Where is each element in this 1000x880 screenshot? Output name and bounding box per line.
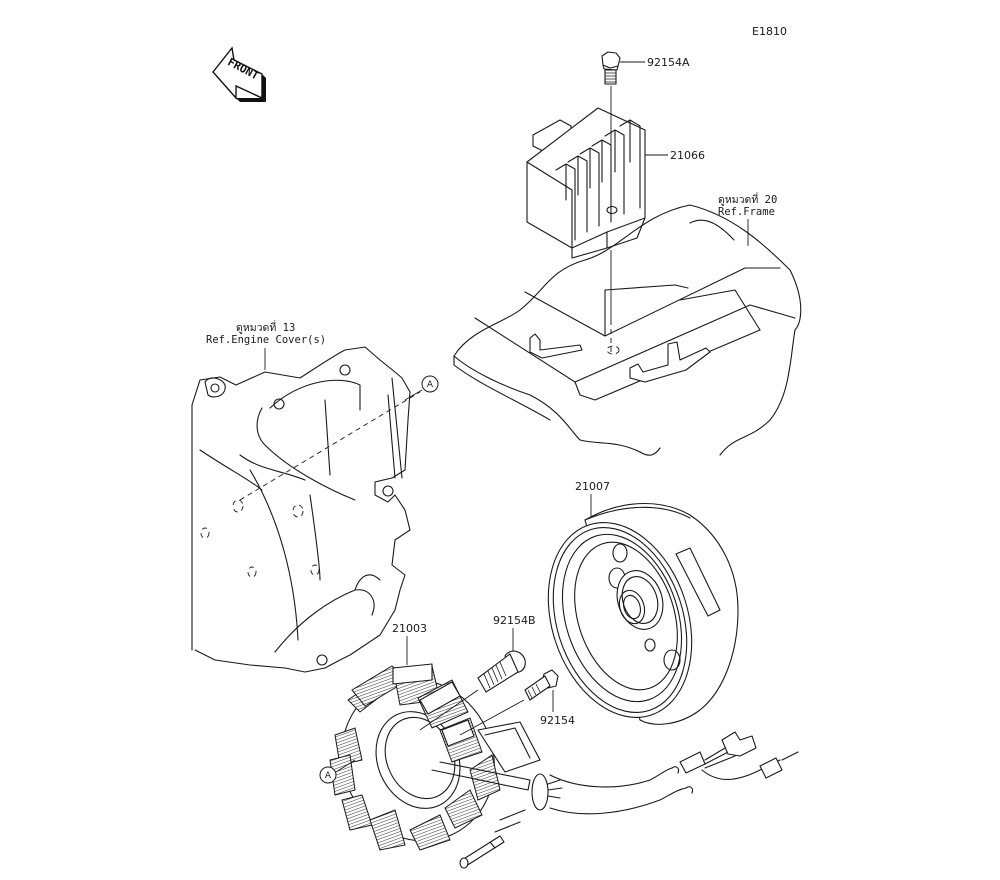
ref-engine-cover-label: Ref.Engine Cover(s)	[206, 334, 326, 346]
part-label-21066: 21066	[670, 149, 705, 162]
marker-a-upper-label: A	[427, 380, 434, 390]
diagram-code: E1810	[752, 25, 787, 38]
part-label-92154a: 92154A	[647, 56, 690, 69]
part-label-92154b: 92154B	[493, 614, 536, 627]
bolt-92154a	[601, 51, 645, 104]
regulator-21066	[526, 107, 668, 259]
stator-21003	[329, 663, 687, 869]
wire-harness-connector	[671, 731, 799, 794]
flywheel-21007	[547, 502, 739, 725]
marker-a-upper: A	[421, 375, 439, 393]
front-arrow-icon: FRONT	[212, 46, 266, 102]
bolt-92154b	[419, 650, 526, 731]
ref-thai-frame: ดูหมวดที่ 20	[718, 192, 777, 206]
bolt-92154	[459, 669, 559, 736]
part-label-21007: 21007	[575, 480, 610, 493]
ref-frame-label: Ref.Frame	[718, 206, 775, 218]
ref-thai-engine-cover: ดูหมวดที่ 13	[236, 320, 295, 334]
part-label-92154: 92154	[540, 714, 575, 727]
engine-cover	[191, 346, 423, 673]
part-label-21003: 21003	[392, 622, 427, 635]
marker-a-lower: A	[319, 759, 356, 784]
frame-section	[453, 204, 802, 456]
marker-a-lower-label: A	[325, 771, 332, 781]
